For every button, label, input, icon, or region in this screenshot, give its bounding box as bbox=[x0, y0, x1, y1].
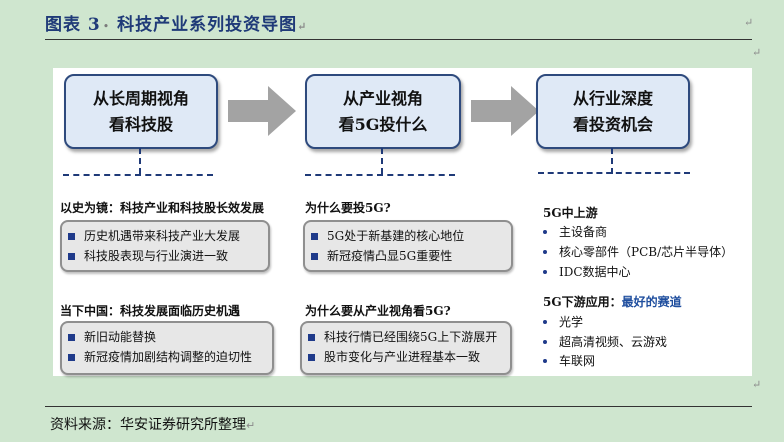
list-item: 科技股表现与行业演进一致 bbox=[68, 246, 262, 266]
top-box-industry: 从产业视角 看5G投什么 bbox=[305, 74, 461, 149]
top-box-line2: 看5G投什么 bbox=[338, 114, 428, 134]
square-bullet-icon bbox=[308, 333, 315, 341]
square-bullet-icon bbox=[68, 353, 75, 361]
right-heading-upstream: 5G中上游 bbox=[543, 206, 598, 220]
square-bullet-icon bbox=[311, 252, 318, 260]
list-item: 超高清视频、云游戏 bbox=[543, 333, 667, 350]
paragraph-mark: • bbox=[102, 20, 111, 33]
middle-box-industry-view: 科技行情已经围绕5G上下游展开 股市变化与产业进程基本一致 bbox=[300, 321, 512, 375]
list-item: 科技行情已经围绕5G上下游展开 bbox=[308, 327, 504, 347]
return-mark-icon: ↵ bbox=[246, 419, 256, 432]
top-box-line1: 从产业视角 bbox=[342, 88, 423, 108]
square-bullet-icon bbox=[68, 252, 75, 260]
right-arrow-icon bbox=[471, 86, 539, 136]
top-box-sector-depth: 从行业深度 看投资机会 bbox=[536, 74, 690, 149]
bullet-dot-icon bbox=[543, 319, 547, 324]
footer-rule bbox=[45, 406, 752, 407]
list-item: 新旧动能替换 bbox=[68, 327, 266, 347]
top-box-line1: 从长周期视角 bbox=[92, 88, 189, 108]
connector-line bbox=[139, 148, 141, 174]
right-heading-downstream: 5G下游应用：最好的赛道 bbox=[543, 295, 682, 309]
top-box-line1: 从行业深度 bbox=[572, 88, 653, 108]
right-arrow-icon bbox=[228, 86, 296, 136]
return-mark-icon: ↵ bbox=[297, 20, 308, 33]
connector-line bbox=[611, 148, 613, 174]
list-item: 股市变化与产业进程基本一致 bbox=[308, 347, 504, 367]
title-rule bbox=[45, 39, 752, 40]
top-box-line2: 看投资机会 bbox=[572, 114, 653, 134]
top-box-long-cycle: 从长周期视角 看科技股 bbox=[64, 74, 218, 149]
diagram-panel: 从长周期视角 看科技股 从产业视角 看5G投什么 从行业深度 看投资机会 以史为… bbox=[53, 68, 752, 376]
highlight-best-track: 最好的赛道 bbox=[621, 295, 682, 309]
separator-dash bbox=[63, 174, 213, 176]
figure-title: 图表 3• 科技产业系列投资导图↵ bbox=[45, 10, 307, 35]
left-box-present: 新旧动能替换 新冠疫情加剧结构调整的迫切性 bbox=[60, 321, 274, 375]
list-item: 新冠疫情加剧结构调整的迫切性 bbox=[68, 347, 266, 367]
list-item: 车联网 bbox=[543, 352, 595, 369]
square-bullet-icon bbox=[311, 232, 318, 240]
square-bullet-icon bbox=[308, 353, 315, 361]
left-heading-history: 以史为镜：科技产业和科技股长效发展 bbox=[60, 201, 265, 215]
bullet-dot-icon bbox=[543, 339, 547, 344]
list-item: IDC数据中心 bbox=[543, 263, 631, 280]
separator-dash bbox=[538, 172, 690, 174]
square-bullet-icon bbox=[68, 333, 75, 341]
return-mark-icon: ↵ bbox=[744, 16, 754, 29]
left-box-history: 历史机遇带来科技产业大发展 科技股表现与行业演进一致 bbox=[60, 220, 270, 272]
list-item: 主设备商 bbox=[543, 223, 607, 240]
bullet-dot-icon bbox=[543, 249, 547, 254]
list-item: 核心零部件（PCB/芯片半导体） bbox=[543, 243, 733, 260]
source-note: 资料来源：华安证券研究所整理↵ bbox=[50, 417, 256, 433]
list-item: 5G处于新基建的核心地位 bbox=[311, 226, 505, 246]
bullet-dot-icon bbox=[543, 358, 547, 363]
top-box-line2: 看科技股 bbox=[108, 114, 173, 134]
connector-line bbox=[381, 148, 383, 174]
middle-box-why-5g: 5G处于新基建的核心地位 新冠疫情凸显5G重要性 bbox=[303, 220, 513, 272]
separator-dash bbox=[305, 174, 455, 176]
figure-number: 图表 3 bbox=[45, 15, 101, 35]
middle-heading-why-5g: 为什么要投5G? bbox=[305, 201, 391, 215]
return-mark-icon: ↵ bbox=[752, 46, 762, 59]
middle-heading-industry-view: 为什么要从产业视角看5G? bbox=[305, 304, 451, 318]
list-item: 光学 bbox=[543, 313, 583, 330]
list-item: 新冠疫情凸显5G重要性 bbox=[311, 246, 505, 266]
list-item: 历史机遇带来科技产业大发展 bbox=[68, 226, 262, 246]
figure-caption: 科技产业系列投资导图 bbox=[117, 15, 298, 35]
left-heading-present: 当下中国：科技发展面临历史机遇 bbox=[60, 304, 241, 318]
return-mark-icon: ↵ bbox=[752, 378, 762, 391]
square-bullet-icon bbox=[68, 232, 75, 240]
bullet-dot-icon bbox=[543, 269, 547, 274]
bullet-dot-icon bbox=[543, 229, 547, 234]
